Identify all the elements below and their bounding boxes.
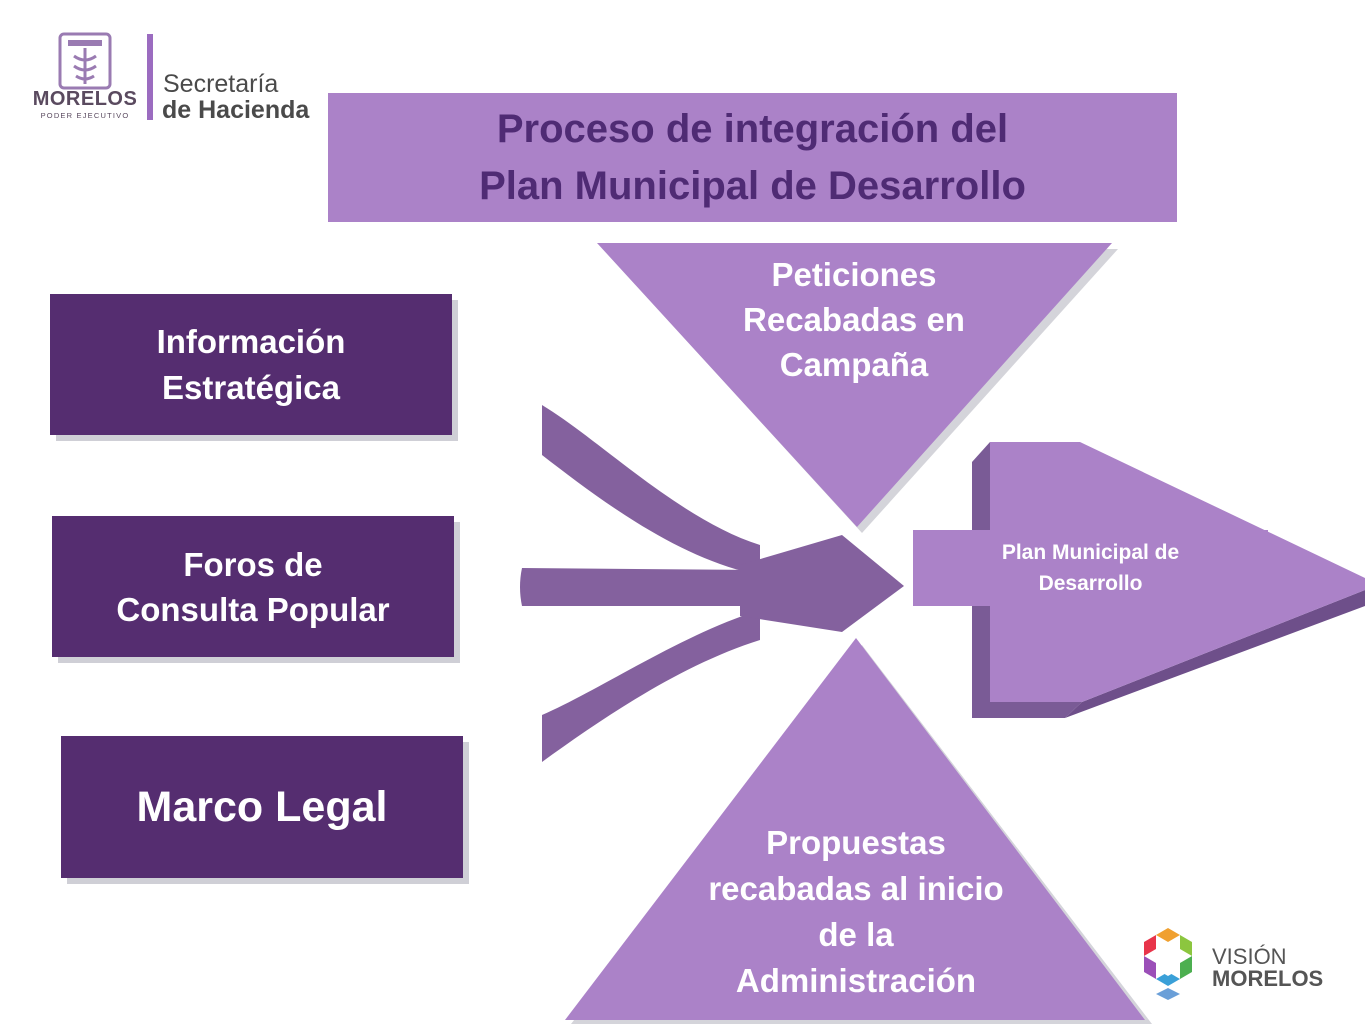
box-informacion-estrategica: Información Estratégica [50,294,452,435]
box-marco-legal: Marco Legal [61,736,463,878]
pentagon-side [972,442,1082,718]
propuestas-line4: Administración [735,962,977,999]
propuestas-line1: Propuestas [766,824,946,861]
foros-line2: Consulta Popular [116,590,390,628]
title-line1: Proceso de integración del [496,106,1009,151]
morelos-text: MORELOS [1212,966,1324,991]
triangle-peticiones [597,243,1112,527]
page-title: Proceso de integración del Plan Municipa… [328,93,1177,222]
triangle-bottom-label: Propuestas recabadas al inicio de la Adm… [666,820,1046,1004]
morelos-wordmark: MORELOS [32,88,138,110]
propuestas-line2: recabadas al inicio [708,870,1004,907]
morelos-crest-icon [58,32,112,90]
arrow-straight-middle [520,568,760,606]
pentagon-bottom-edge [1065,590,1365,718]
morelos-subtitle: PODER EJECUTIVO [40,111,130,120]
plan-municipal-label: Plan Municipal de Desarrollo [913,530,1268,606]
peticiones-line2: Recabadas en [743,301,965,338]
arrow-curve-bottom [542,610,760,762]
marco-label: Marco Legal [136,782,388,831]
plan-line2: Desarrollo [1038,572,1143,595]
box-foros-consulta: Foros de Consulta Popular [52,516,454,657]
converging-arrows-icon [520,405,904,762]
triangle-propuestas [565,638,1145,1020]
triangle-top-label: Peticiones Recabadas en Campaña [700,252,1008,387]
vision-morelos-hexagon-icon [1144,928,1192,1000]
info-line1: Información [156,322,346,360]
peticiones-line1: Peticiones [771,256,937,293]
foros-line1: Foros de [183,545,323,583]
title-line2: Plan Municipal de Desarrollo [479,163,1026,208]
secretaria-line2: de Hacienda [162,96,310,124]
arrow-head [740,535,904,632]
info-line2: Estratégica [162,368,340,406]
peticiones-line3: Campaña [779,346,929,383]
header-divider [147,34,153,120]
arrow-curve-top [542,405,760,575]
propuestas-line3: de la [818,916,894,953]
plan-line1: Plan Municipal de [1001,541,1180,564]
vision-text: VISIÓN [1212,944,1287,969]
secretaria-line1: Secretaría [163,70,279,98]
